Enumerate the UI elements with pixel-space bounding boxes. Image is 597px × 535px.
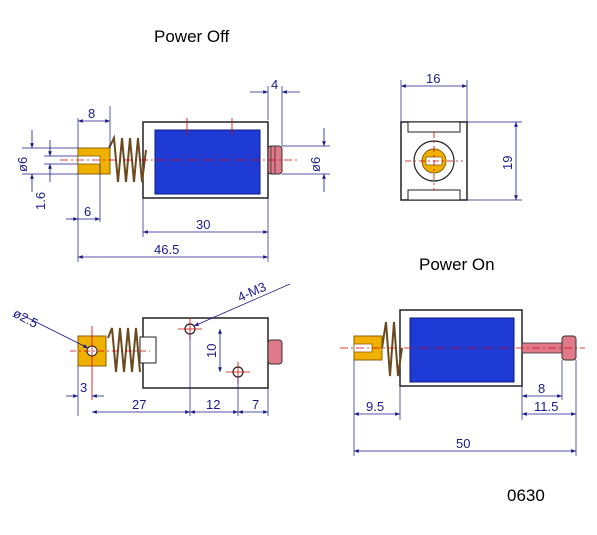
dim-mount-vertical: 10 <box>204 344 219 358</box>
power-off-side-view: 8 4 ø6 1.6 ø6 <box>15 77 330 262</box>
dim-end-width: 16 <box>426 71 440 86</box>
end-view: 16 19 <box>400 71 522 201</box>
mounting-view: ø2.5 4-M3 10 3 27 12 7 <box>11 279 291 416</box>
dim-rod-total: 11.5 <box>534 399 558 414</box>
power-off-title: Power Off <box>154 27 230 46</box>
on-spring <box>381 321 403 377</box>
dim-slot-depth: 6 <box>84 204 91 219</box>
dim-plunger-dia-right: ø6 <box>308 157 323 172</box>
dim-hole-dia: ø2.5 <box>11 305 41 330</box>
power-on-view: 8 11.5 9.5 50 <box>340 309 585 456</box>
dim-body-len: 30 <box>196 217 210 232</box>
mount-spring <box>107 327 141 373</box>
dim-end-height: 19 <box>500 156 515 170</box>
dim-rod-len: 8 <box>538 381 545 396</box>
dim-cap-len: 4 <box>271 77 278 92</box>
dim-hole-to-mount: 27 <box>132 397 146 412</box>
mount-end-cap <box>267 339 283 365</box>
dim-slot: 1.6 <box>33 192 48 210</box>
coil <box>154 129 261 195</box>
model-code: 0630 <box>507 486 545 505</box>
dim-on-total-len: 50 <box>456 436 470 451</box>
mount-body <box>142 317 269 389</box>
dim-plunger-dia-left: ø6 <box>15 157 30 172</box>
dim-plunger-ext: 9.5 <box>366 399 384 414</box>
dim-mount-to-end: 7 <box>252 397 259 412</box>
dim-mount-spacing: 12 <box>206 397 220 412</box>
on-coil <box>409 317 515 383</box>
power-on-title: Power On <box>419 255 495 274</box>
dim-total-len: 46.5 <box>154 242 179 257</box>
dim-plunger-len: 8 <box>88 106 95 121</box>
dim-hole-offset: 3 <box>80 380 87 395</box>
